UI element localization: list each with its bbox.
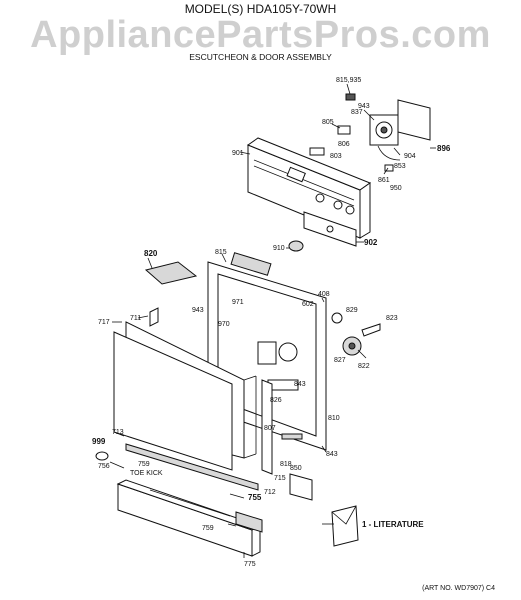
literature-envelope [331, 505, 359, 547]
label-822: 822 [358, 363, 370, 370]
literature-card-896 [397, 99, 431, 141]
label-943a: 943 [358, 103, 370, 110]
plug-999 [95, 451, 109, 461]
art-number: (ART NO. WD7907) C4 [422, 585, 495, 592]
leader-lines [109, 83, 436, 558]
label-943b: 943 [192, 307, 204, 314]
label-902: 902 [364, 238, 378, 247]
label-408: 408 [318, 291, 330, 298]
label-971: 971 [232, 299, 244, 306]
label-755: 755 [248, 493, 262, 502]
knob-910 [288, 240, 304, 252]
label-999: 999 [92, 437, 106, 446]
label-910: 910 [273, 245, 285, 252]
label-literature: 1 - LITERATURE [362, 520, 424, 529]
vent-820 [144, 261, 198, 285]
label-843a: 843 [294, 381, 306, 388]
assembly-title: ESCUTCHEON & DOOR ASSEMBLY [189, 52, 332, 62]
label-820: 820 [144, 249, 158, 258]
label-826: 826 [270, 397, 282, 404]
label-602: 602 [302, 301, 314, 308]
label-775: 775 [244, 561, 256, 568]
label-toe-kick: TOE KICK [130, 470, 163, 477]
model-title: MODEL(S) HDA105Y-70WH [184, 2, 337, 16]
label-818: 818 [280, 461, 292, 468]
seal-713 [125, 443, 259, 491]
label-712: 712 [264, 489, 276, 496]
label-827: 827 [334, 357, 346, 364]
timer-assembly [369, 114, 401, 161]
label-901: 901 [232, 150, 244, 157]
detergent-dispenser-822 [331, 312, 381, 356]
label-717: 717 [98, 319, 110, 326]
label-715: 715 [274, 475, 286, 482]
label-853: 853 [394, 163, 406, 170]
label-810: 810 [328, 415, 340, 422]
label-950: 950 [390, 185, 402, 192]
label-713: 713 [112, 429, 124, 436]
label-896: 896 [437, 144, 451, 153]
label-843b: 843 [326, 451, 338, 458]
label-837: 837 [351, 109, 363, 116]
label-756: 756 [98, 463, 110, 470]
small-parts-top [309, 93, 394, 172]
label-806: 806 [338, 141, 350, 148]
label-759b: 759 [202, 525, 214, 532]
label-815-935: 815,935 [336, 77, 361, 84]
label-803: 803 [330, 153, 342, 160]
label-805: 805 [322, 119, 334, 126]
label-823: 823 [386, 315, 398, 322]
outer-door-panel [113, 307, 257, 471]
label-829: 829 [346, 307, 358, 314]
label-904: 904 [404, 153, 416, 160]
side-strip-712 [261, 379, 273, 475]
escutcheon-panel [246, 137, 372, 239]
bracket-850 [289, 473, 313, 501]
watermark: AppliancePartsPros.com [30, 14, 491, 56]
control-panel-902 [303, 211, 357, 247]
label-807: 807 [264, 425, 276, 432]
toe-kick-panel [116, 479, 263, 557]
label-850: 850 [290, 465, 302, 472]
part-labels: 815,935 943 805 837 806 803 896 901 904 … [92, 77, 451, 568]
label-711: 711 [130, 315, 141, 322]
label-970: 970 [218, 321, 230, 328]
label-759a: 759 [138, 461, 150, 468]
label-861: 861 [378, 177, 390, 184]
label-815: 815 [215, 249, 227, 256]
